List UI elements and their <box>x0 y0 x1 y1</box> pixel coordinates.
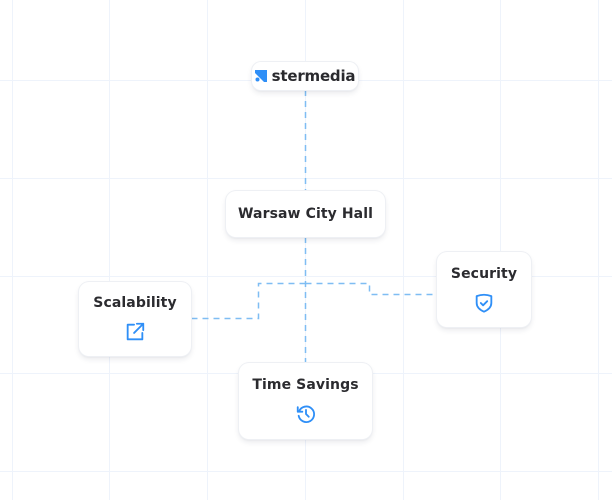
grid-line <box>598 0 599 500</box>
stermedia-logo-node: stermedia <box>252 62 358 90</box>
root-node-warsaw-city-hall: Warsaw City Hall <box>226 191 385 237</box>
external-link-icon <box>126 322 145 341</box>
grid-line <box>0 471 612 472</box>
edge-root-to-scalability <box>192 282 306 320</box>
benefit-node-security: Security <box>437 252 531 327</box>
grid-line <box>109 0 110 500</box>
benefit-node-scalability: Scalability <box>79 282 191 356</box>
node-label: Time Savings <box>252 377 359 393</box>
node-label: Security <box>450 265 518 282</box>
benefit-node-time-savings: Time Savings <box>239 363 372 439</box>
shield-check-icon <box>475 293 493 313</box>
grid-line <box>12 0 13 500</box>
node-label: Scalability <box>93 295 177 311</box>
history-icon <box>296 405 315 423</box>
grid-line <box>500 0 501 500</box>
node-label: Warsaw City Hall <box>237 206 373 222</box>
stermedia-arrow-logo-icon <box>254 70 267 82</box>
logo-text: stermedia <box>271 67 356 85</box>
grid-line <box>0 276 612 277</box>
grid-line <box>403 0 404 500</box>
grid-line <box>207 0 208 500</box>
edge-root-to-security <box>305 282 437 296</box>
